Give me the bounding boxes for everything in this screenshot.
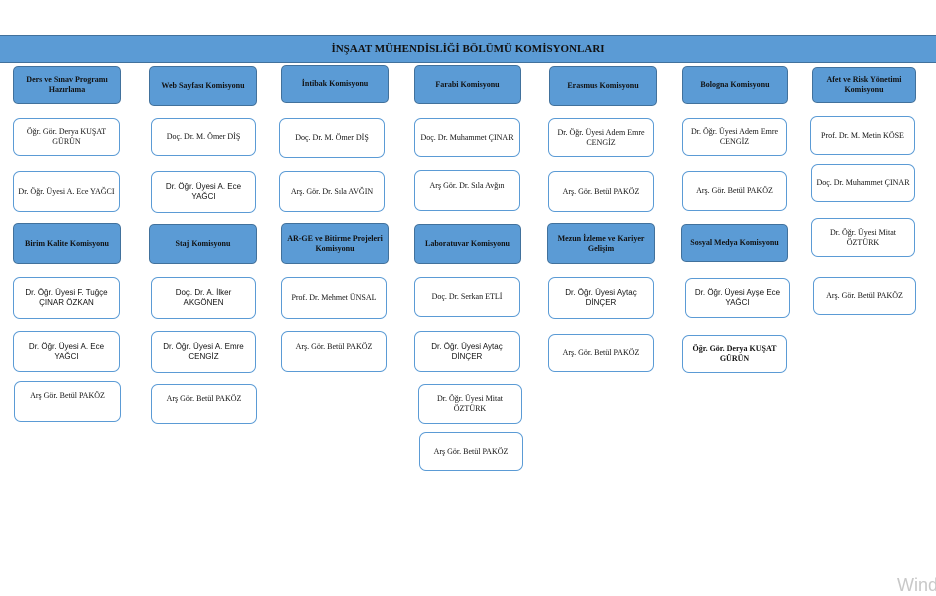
committee-header[interactable]: Afet ve Risk Yönetimi Komisyonu <box>812 67 916 103</box>
committee-header[interactable]: Laboratuvar Komisyonu <box>414 224 521 264</box>
member-box: Dr. Öğr. Üyesi A. Ece YAĞCI <box>13 171 120 212</box>
watermark-text: Wind <box>896 575 936 595</box>
committee-header[interactable]: Sosyal Medya Komisyonu <box>681 224 788 262</box>
member-box: Dr. Öğr. Üyesi Aytaç DİNÇER <box>414 331 520 372</box>
member-box: Dr. Öğr. Üyesi Adem Emre CENGİZ <box>548 118 654 157</box>
committee-header[interactable]: Birim Kalite Komisyonu <box>13 223 121 264</box>
member-box: Prof. Dr. M. Metin KÖSE <box>810 116 915 155</box>
committee-header[interactable]: Bologna Komisyonu <box>682 66 788 104</box>
member-box: Arş Gör. Betül PAKÖZ <box>14 381 121 422</box>
member-box: Doç. Dr. M. Ömer DİŞ <box>151 118 256 156</box>
member-box: Dr. Öğr. Üyesi F. Tuğçe ÇINAR ÖZKAN <box>13 277 120 319</box>
member-box: Arş. Gör. Betül PAKÖZ <box>813 277 916 315</box>
member-box: Dr. Öğr. Üyesi A. Ece YAĞCI <box>13 331 120 372</box>
member-box: Arş. Gör. Betül PAKÖZ <box>548 171 654 212</box>
committee-header[interactable]: Mezun İzleme ve Kariyer Gelişim <box>547 223 655 264</box>
member-box: Arş. Gör. Betül PAKÖZ <box>682 171 787 211</box>
member-box: Doç. Dr. M. Ömer DİŞ <box>279 118 385 158</box>
member-box: Arş Gör. Betül PAKÖZ <box>151 384 257 424</box>
member-box: Doç. Dr. Serkan ETLİ <box>414 277 520 317</box>
member-box: Arş. Gör. Dr. Sıla AVĞIN <box>279 171 385 212</box>
member-box: Arş Gör. Betül PAKÖZ <box>419 432 523 471</box>
member-box: Dr. Öğr. Üyesi Aytaç DİNÇER <box>548 277 654 319</box>
member-box: Dr. Öğr. Üyesi Mitat ÖZTÜRK <box>418 384 522 424</box>
member-box: Doç. Dr. A. İlker AKGÖNEN <box>151 277 256 319</box>
member-box: Arş. Gör. Betül PAKÖZ <box>281 331 387 372</box>
member-box: Arş. Gör. Betül PAKÖZ <box>548 334 654 372</box>
member-box: Dr. Öğr. Üyesi Ayşe Ece YAĞCI <box>685 278 790 318</box>
member-box: Doç. Dr. Muhammet ÇINAR <box>414 118 520 157</box>
member-box: Dr. Öğr. Üyesi Adem Emre CENGİZ <box>682 118 787 156</box>
committee-header[interactable]: AR-GE ve Bitirme Projeleri Komisyonu <box>281 223 389 264</box>
member-box: Öğr. Gör. Derya KUŞAT GÜRÜN <box>13 118 120 156</box>
page-title: İNŞAAT MÜHENDİSLİĞİ BÖLÜMÜ KOMİSYONLARI <box>0 35 936 63</box>
committee-header[interactable]: Web Sayfası Komisyonu <box>149 66 257 106</box>
member-box: Prof. Dr. Mehmet ÜNSAL <box>281 277 387 319</box>
committee-header[interactable]: Farabi Komisyonu <box>414 65 521 104</box>
committee-header[interactable]: Staj Komisyonu <box>149 224 257 264</box>
member-box: Arş Gör. Dr. Sıla Avğın <box>414 170 520 211</box>
committee-header[interactable]: Ders ve Sınav Programı Hazırlama <box>13 66 121 104</box>
member-box: Dr. Öğr. Üyesi Mitat ÖZTÜRK <box>811 218 915 257</box>
member-box: Öğr. Gör. Derya KUŞAT GÜRÜN <box>682 335 787 373</box>
member-box: Dr. Öğr. Üyesi A. Ece YAĞCI <box>151 171 256 213</box>
member-box: Doç. Dr. Muhammet ÇINAR <box>811 164 915 202</box>
member-box: Dr. Öğr. Üyesi A. Emre CENGİZ <box>151 331 256 373</box>
committee-header[interactable]: Erasmus Komisyonu <box>549 66 657 106</box>
committee-header[interactable]: İntibak Komisyonu <box>281 65 389 103</box>
